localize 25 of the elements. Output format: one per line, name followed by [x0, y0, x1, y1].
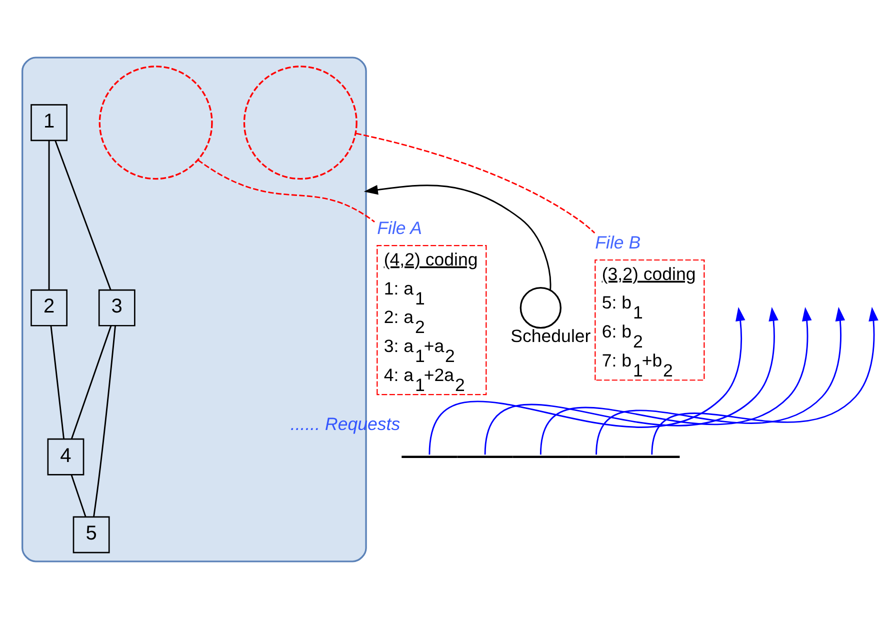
node-box: 3 — [98, 288, 135, 326]
connector — [70, 474, 86, 517]
arrow — [539, 306, 812, 454]
connector — [92, 325, 116, 516]
connector — [48, 140, 50, 290]
node-box: 4 — [46, 438, 84, 475]
connector — [70, 325, 112, 438]
connector — [50, 325, 64, 438]
node-box: 5 — [72, 516, 110, 553]
arrow — [363, 184, 551, 290]
arrow — [595, 306, 845, 454]
node-box: 1 — [30, 104, 67, 141]
connector — [197, 158, 374, 222]
node-label: File B — [594, 232, 640, 252]
node-circle — [242, 65, 357, 180]
arrow — [650, 306, 878, 454]
connector — [54, 140, 111, 290]
node-box: 2 — [30, 288, 67, 326]
node-circle — [98, 65, 212, 180]
arrow — [484, 306, 778, 454]
arrow — [428, 306, 745, 454]
node-label: Scheduler — [510, 326, 590, 346]
connector — [355, 132, 595, 233]
node-circle — [519, 286, 562, 328]
node-label: File A — [376, 218, 422, 238]
